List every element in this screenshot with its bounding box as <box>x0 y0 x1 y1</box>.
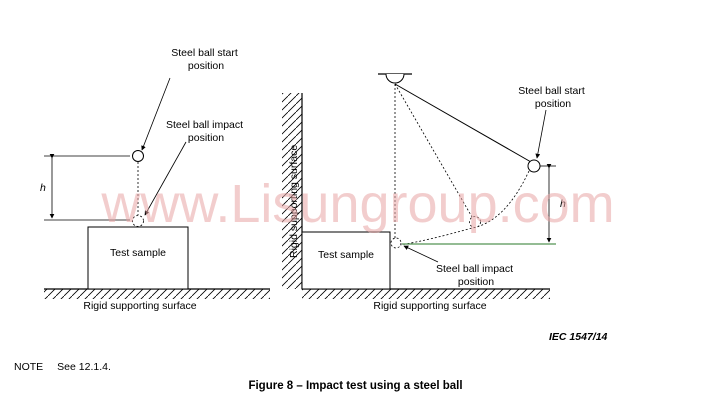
right-sample-label: Test sample <box>318 249 374 261</box>
left-start-label: Steel ball start position <box>171 47 240 72</box>
right-figure: Rigid supporting surface Rigid supportin… <box>282 73 608 343</box>
left-impact-label: Steel ball impact position <box>166 119 246 144</box>
pivot-mount <box>385 73 405 84</box>
note-label: NOTE <box>14 361 44 373</box>
right-wall-hatch <box>282 93 302 289</box>
right-surface-label: Rigid supporting surface <box>373 300 486 312</box>
left-impact-leader <box>144 141 187 216</box>
right-start-label: Steel ball start position <box>518 85 587 110</box>
left-figure: Test sample Rigid supporting surface h S… <box>40 47 270 312</box>
left-sample-label: Test sample <box>110 247 166 259</box>
right-ground-hatch <box>302 289 550 299</box>
left-ground-hatch <box>44 289 270 299</box>
left-start-ball <box>132 150 144 162</box>
right-mid-ball <box>469 216 481 228</box>
right-start-leader <box>535 109 547 159</box>
note-text: See 12.1.4. <box>57 361 111 373</box>
right-start-ball <box>527 159 541 173</box>
right-impact-label: Steel ball impact position <box>436 263 516 288</box>
right-impact-ball <box>390 237 402 249</box>
iec-reference: IEC 1547/14 <box>549 331 608 343</box>
left-surface-label: Rigid supporting surface <box>83 300 196 312</box>
figure-caption: Figure 8 – Impact test using a steel bal… <box>248 380 463 392</box>
pendulum-string-start <box>394 83 532 163</box>
note: NOTE See 12.1.4. <box>14 361 111 373</box>
left-h-label: h <box>40 182 46 194</box>
left-test-sample <box>87 226 189 290</box>
watermark: www.Lisungroup.com <box>100 174 614 234</box>
right-wall-label: Rigid supporting surface <box>288 145 300 258</box>
pendulum-string-mid <box>394 83 473 218</box>
left-start-leader <box>141 77 171 151</box>
swing-arc <box>399 170 530 246</box>
left-impact-ball <box>132 215 144 227</box>
right-h-label: h <box>560 198 566 210</box>
right-impact-leader <box>403 245 439 263</box>
right-test-sample <box>301 231 391 290</box>
